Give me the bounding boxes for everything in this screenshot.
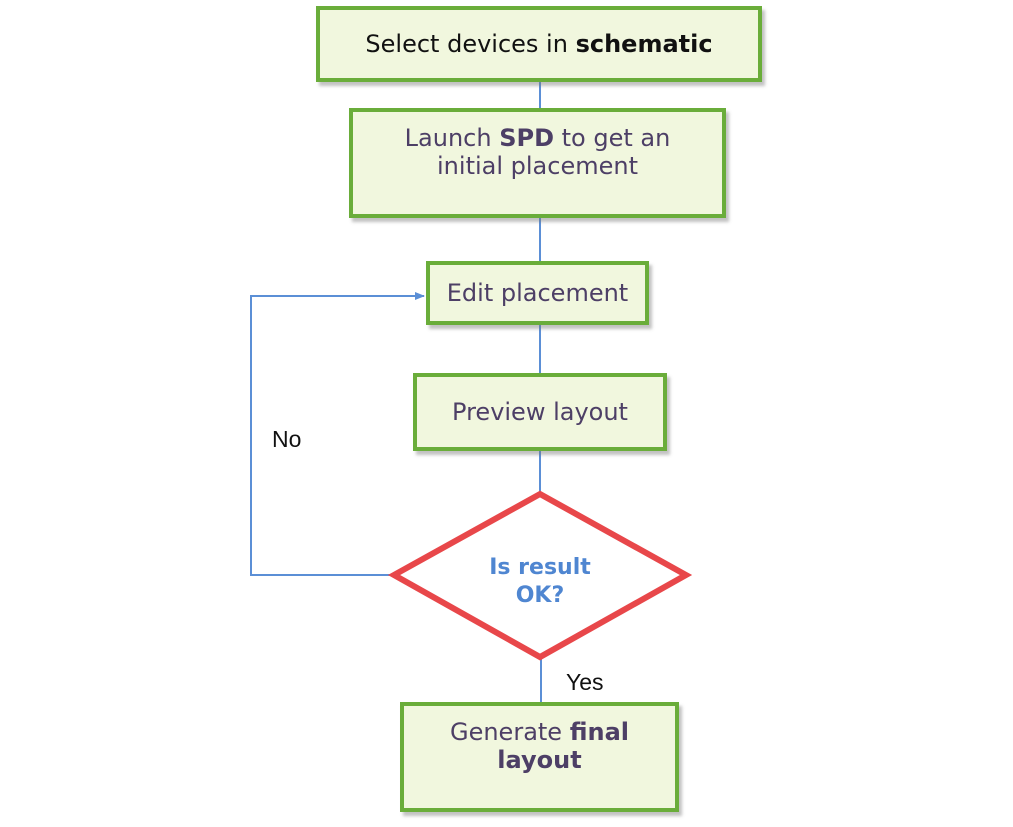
branch-label-no: No (272, 426, 302, 452)
step-generate-final-layout-label: Generate final layout (449, 718, 629, 774)
step-select-devices: Select devices in schematic (316, 6, 762, 82)
connector-no-loop (250, 292, 425, 576)
branch-label-yes: Yes (566, 669, 604, 695)
step-edit-placement-label: Edit placement (446, 279, 629, 307)
step-edit-placement: Edit placement (426, 261, 649, 325)
step-select-devices-label: Select devices in schematic (365, 30, 713, 58)
step-preview-layout-label: Preview layout (452, 398, 628, 426)
step-launch-spd: Launch SPD to get an initial placement (349, 108, 726, 218)
step-preview-layout: Preview layout (413, 373, 667, 451)
decision-label: Is result OK? (489, 555, 591, 608)
step-generate-final-layout: Generate final layout (400, 702, 679, 812)
decision-diamond (387, 490, 693, 661)
step-launch-spd-label: Launch SPD to get an initial placement (404, 124, 671, 180)
